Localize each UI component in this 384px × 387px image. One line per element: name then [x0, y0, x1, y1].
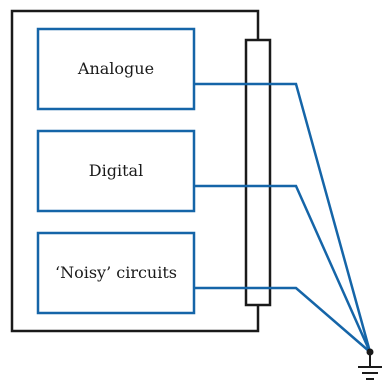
block-analogue-label: Analogue	[77, 59, 154, 78]
block-noisy-box	[36, 231, 196, 315]
block-noisy-label: ‘Noisy’ circuits	[55, 263, 177, 282]
bus-bar	[244, 38, 272, 307]
block-digital-label: Digital	[89, 161, 143, 180]
wire-noisy-to-ground	[194, 286, 371, 353]
block-noisy-circuits: ‘Noisy’ circuits	[36, 231, 196, 315]
block-digital: Digital	[36, 129, 196, 213]
wire-digital-to-ground	[194, 184, 372, 353]
block-analogue-box	[36, 27, 196, 111]
ground-icon	[358, 348, 382, 380]
block-analogue: Analogue	[36, 27, 196, 111]
block-digital-box	[36, 129, 196, 213]
wire-analogue-to-ground	[194, 82, 372, 353]
